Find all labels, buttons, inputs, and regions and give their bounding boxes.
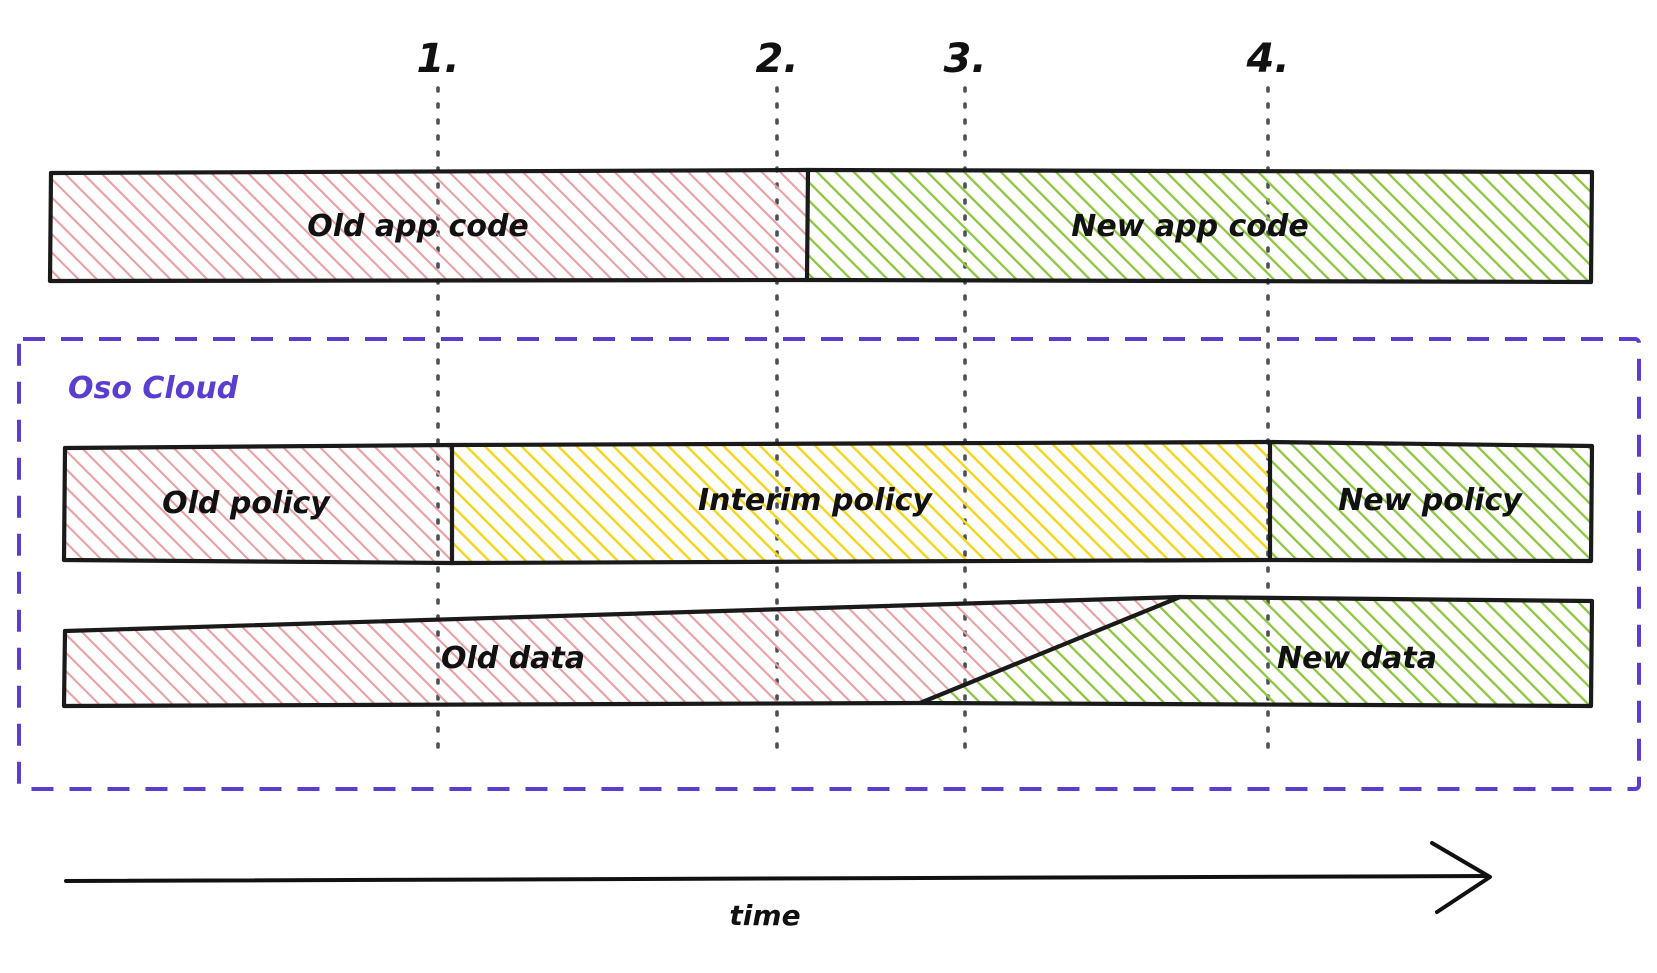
time-axis-line — [64, 874, 1489, 883]
segment-label-new-policy: New policy — [1338, 483, 1523, 518]
app-code-divider-1 — [804, 167, 811, 283]
segment-label-old-data: Old data — [441, 641, 585, 676]
segment-label-interim-policy: Interim policy — [698, 483, 933, 518]
time-axis-arrowhead-icon — [1430, 841, 1492, 914]
time-axis-label: time — [729, 899, 800, 932]
row-data: Old data New data — [61, 594, 1595, 709]
segment-new-policy-fill — [1270, 442, 1592, 561]
policy-bar-outline — [61, 439, 1595, 566]
time-axis: time — [64, 841, 1492, 932]
segment-label-old-app-code: Old app code — [307, 209, 529, 244]
oso-cloud-boundary — [17, 337, 1641, 791]
row-app-code: Old app code New app code — [47, 167, 1595, 285]
marker-label-2: 2. — [755, 36, 798, 82]
segment-label-old-policy: Old policy — [162, 486, 331, 521]
segment-old-policy-fill — [64, 445, 452, 563]
row-policy: Old policy Interim policy New policy — [61, 439, 1595, 566]
segment-label-new-app-code: New app code — [1071, 209, 1308, 244]
oso-cloud-group: Oso Cloud — [17, 337, 1641, 791]
segment-interim-policy-fill — [452, 442, 1270, 563]
marker-label-3: 3. — [943, 36, 986, 82]
marker-label-4: 4. — [1245, 36, 1289, 82]
segment-old-app-code-fill — [50, 170, 808, 280]
data-migration-diagonal — [917, 594, 1183, 706]
segment-new-app-code-fill — [808, 170, 1592, 282]
segment-label-new-data: New data — [1277, 641, 1437, 676]
marker-label-1: 1. — [416, 36, 459, 82]
oso-cloud-label: Oso Cloud — [68, 371, 239, 406]
